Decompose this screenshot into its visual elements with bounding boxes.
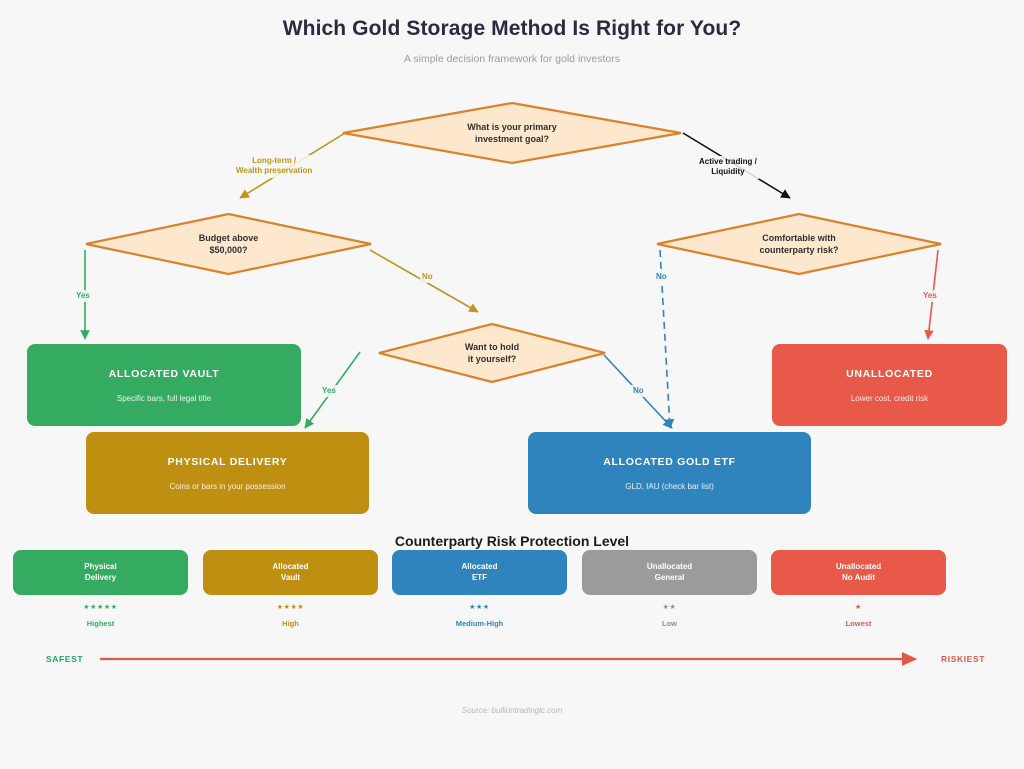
risk-card-stars: ★★★★: [276, 604, 305, 611]
edge-label-counterparty-yes: Yes: [921, 290, 939, 303]
outcome-subtitle: Lower cost, credit risk: [850, 393, 929, 403]
risk-card-name: Allocated Vault: [203, 550, 378, 595]
edge-label-counterparty-no: No: [654, 271, 669, 284]
risk-card-name: Unallocated No Audit: [771, 550, 946, 595]
risk-card-level: Low: [662, 619, 677, 628]
diamond-shape: [656, 212, 942, 276]
risk-card-stars: ★★: [662, 604, 677, 611]
outcome-title: ALLOCATED GOLD ETF: [603, 455, 736, 468]
risk-card-allocated-vault[interactable]: Allocated Vault ★★★★ High: [203, 550, 378, 628]
outcome-title: ALLOCATED VAULT: [108, 367, 220, 380]
risk-scale-title: Counterparty Risk Protection Level: [394, 533, 630, 549]
risk-card-unallocated-no-audit[interactable]: Unallocated No Audit ★ Lowest: [771, 550, 946, 628]
risk-card-level: Lowest: [845, 619, 872, 628]
outcome-subtitle: GLD, IAU (check bar list): [625, 481, 714, 491]
risk-card-name: Unallocated General: [582, 550, 757, 595]
edge-label-budget-no: No: [420, 271, 435, 284]
risk-card-level: Medium-High: [455, 619, 504, 628]
risk-card-name: Physical Delivery: [13, 550, 188, 595]
risk-card-stars: ★★★: [469, 604, 490, 611]
risk-card-physical-delivery[interactable]: Physical Delivery ★★★★★ Highest: [13, 550, 188, 628]
outcome-allocated-gold-etf[interactable]: ALLOCATED GOLD ETF GLD, IAU (check bar l…: [528, 432, 811, 514]
outcome-subtitle: Coins or bars in your possession: [169, 481, 286, 491]
decision-counterparty-risk[interactable]: Comfortable with counterparty risk?: [655, 212, 943, 276]
diamond-shape: [342, 101, 682, 165]
source-attribution: Source: bulliontradinglc.com: [461, 706, 563, 715]
outcome-physical-delivery[interactable]: PHYSICAL DELIVERY Coins or bars in your …: [86, 432, 369, 514]
risk-card-level: Highest: [86, 619, 115, 628]
risk-card-name: Allocated ETF: [392, 550, 567, 595]
outcome-title: UNALLOCATED: [846, 367, 933, 380]
decision-budget[interactable]: Budget above $50,000?: [84, 212, 373, 276]
decision-investment-goal[interactable]: What is your primary investment goal?: [341, 101, 683, 165]
diamond-shape: [378, 322, 606, 384]
page-title: Which Gold Storage Method Is Right for Y…: [282, 17, 742, 40]
edge-label-active-trading: Active trading / Liquidity: [697, 156, 759, 179]
page-subtitle: A simple decision framework for gold inv…: [404, 53, 620, 65]
edge-label-hold-yes: Yes: [320, 385, 338, 398]
decision-self-custody[interactable]: Want to hold it yourself?: [377, 322, 607, 384]
risk-card-stars: ★: [855, 604, 862, 611]
outcome-unallocated[interactable]: UNALLOCATED Lower cost, credit risk: [772, 344, 1007, 426]
outcome-title: PHYSICAL DELIVERY: [167, 455, 288, 468]
riskiest-label: RISKIEST: [941, 654, 986, 664]
outcome-allocated-vault[interactable]: ALLOCATED VAULT Specific bars, full lega…: [27, 344, 301, 426]
outcome-subtitle: Specific bars, full legal title: [116, 393, 212, 403]
risk-card-unallocated-general[interactable]: Unallocated General ★★ Low: [582, 550, 757, 628]
risk-card-stars: ★★★★★: [83, 604, 118, 611]
edge-label-hold-no: No: [631, 385, 646, 398]
risk-card-allocated-etf[interactable]: Allocated ETF ★★★ Medium-High: [392, 550, 567, 628]
edge-label-budget-yes: Yes: [74, 290, 92, 303]
safest-label: SAFEST: [46, 654, 84, 664]
edge-label-long-term: Long-term / Wealth preservation: [234, 155, 315, 178]
diamond-shape: [85, 212, 372, 276]
risk-card-level: High: [282, 619, 299, 628]
